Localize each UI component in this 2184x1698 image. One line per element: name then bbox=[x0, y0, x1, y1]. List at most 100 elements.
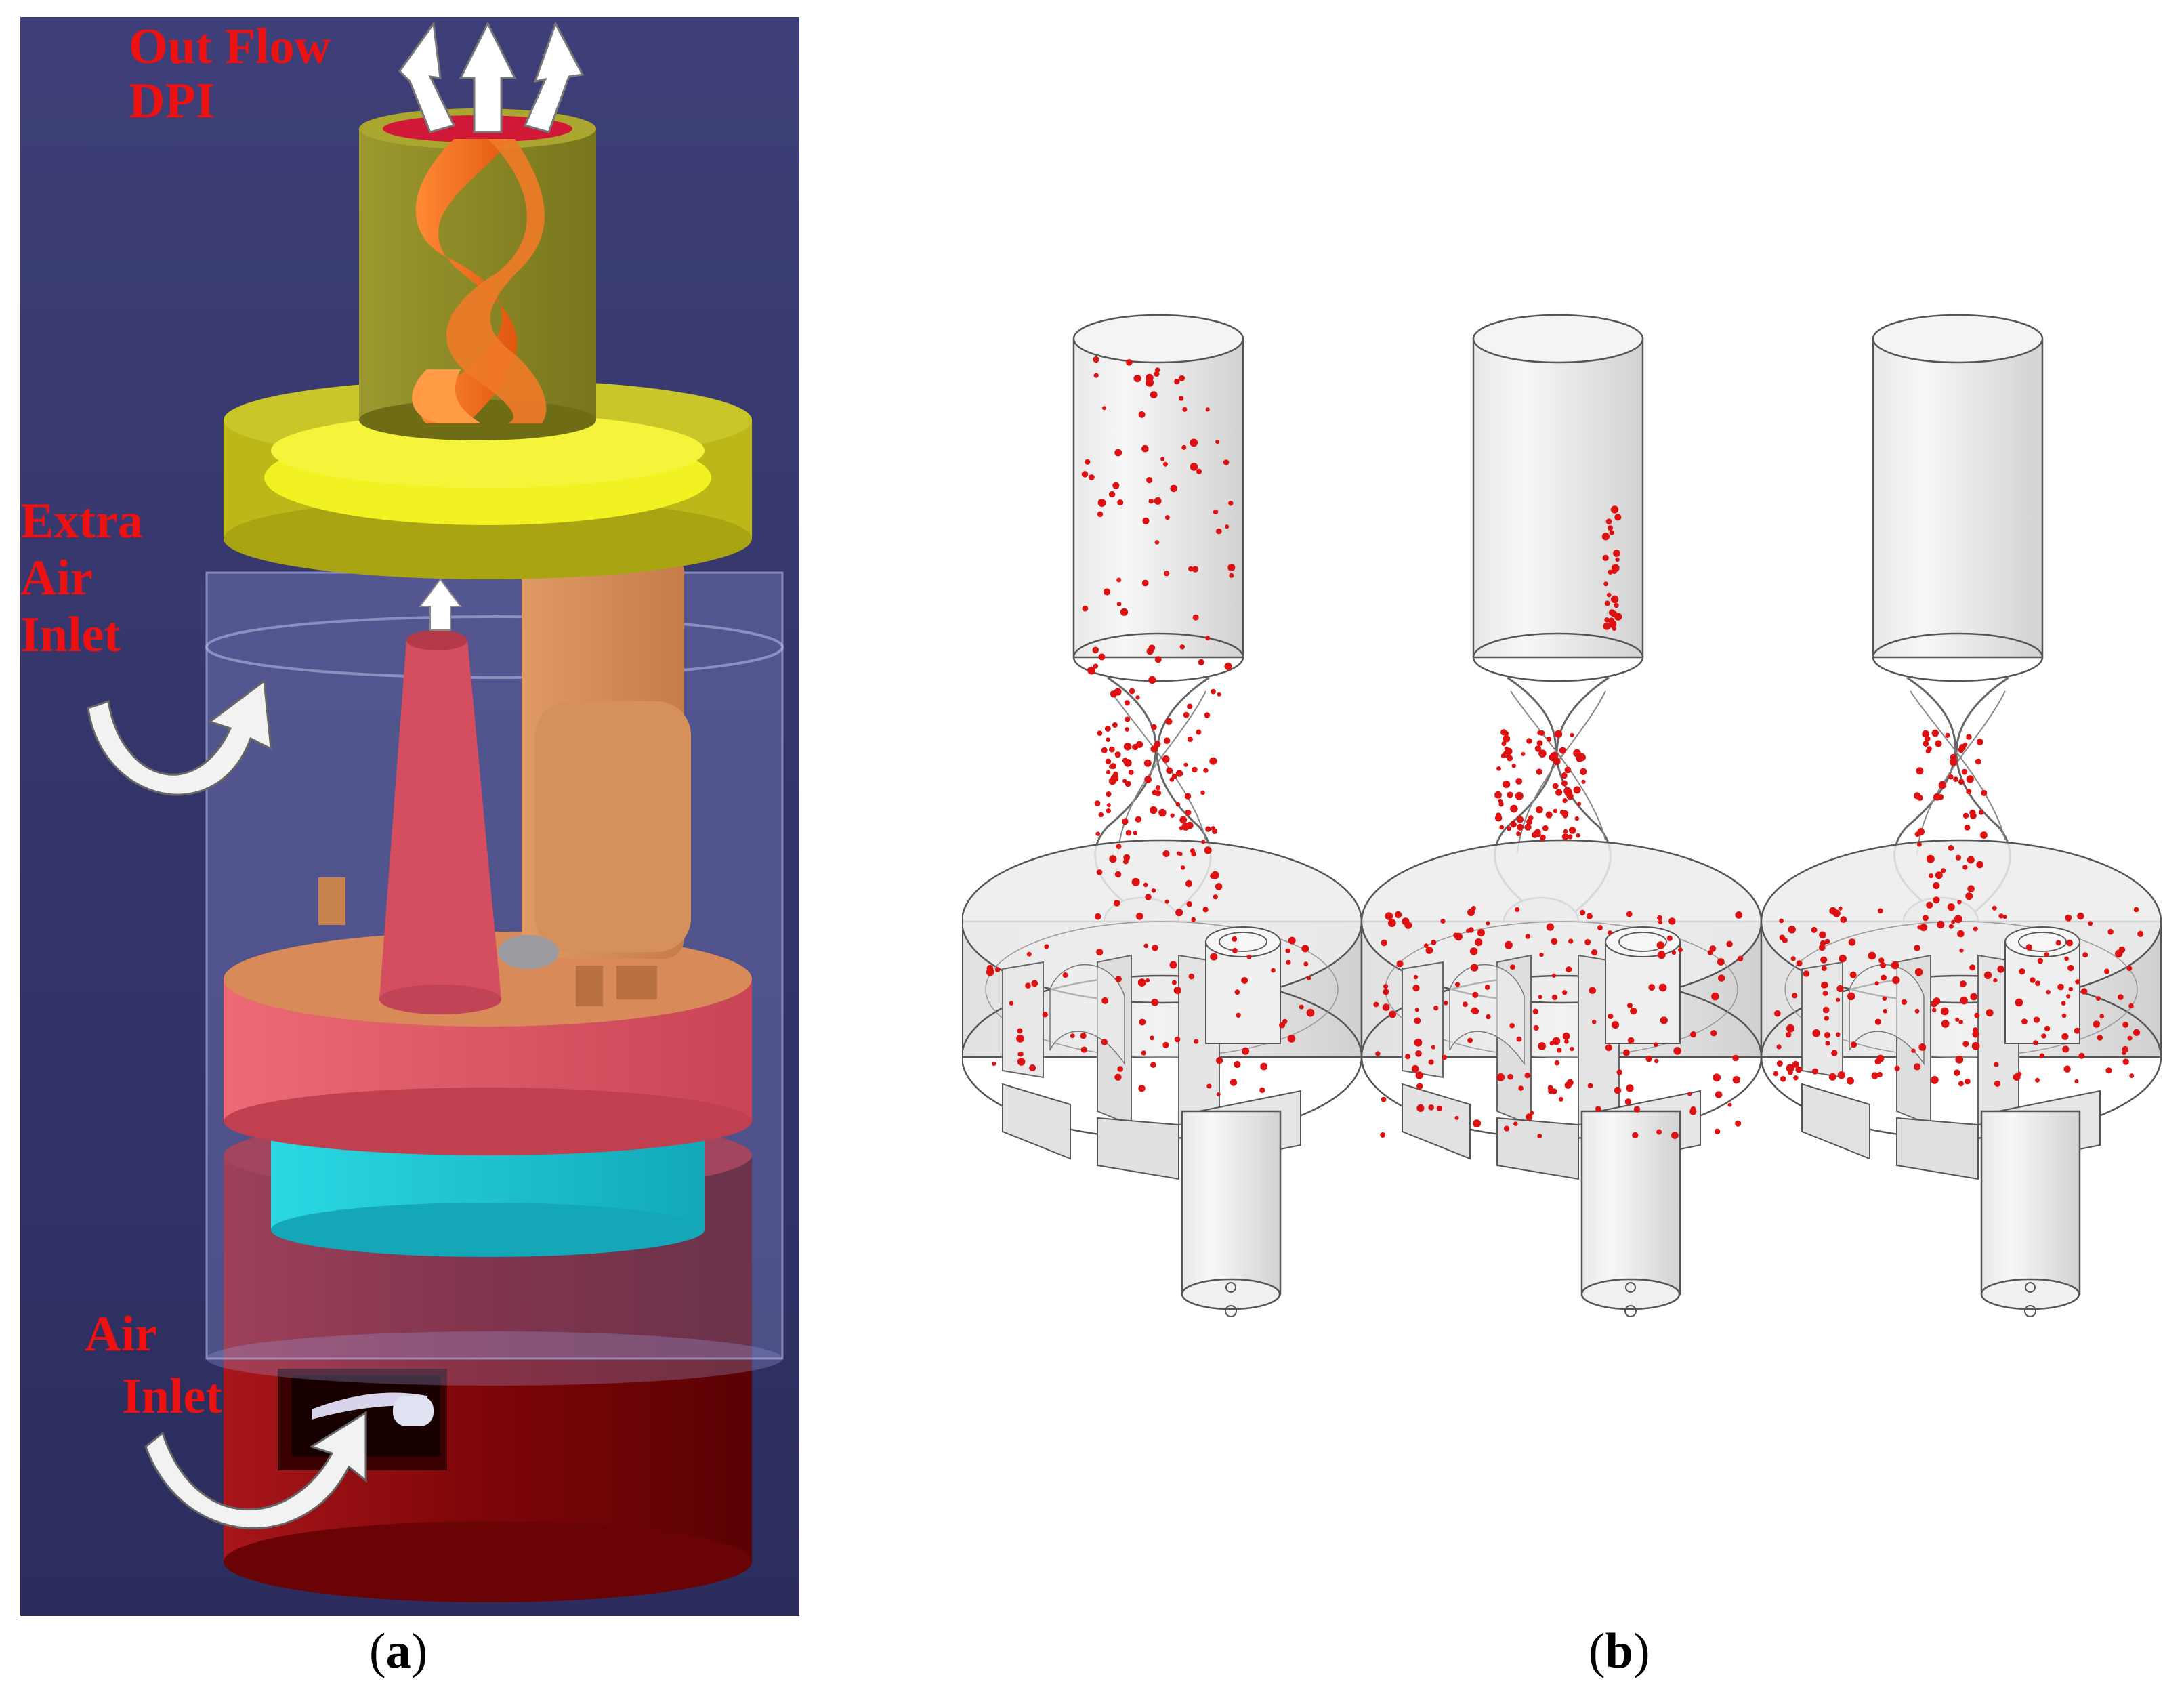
particle bbox=[1577, 802, 1582, 806]
particle bbox=[1580, 768, 1587, 775]
particle bbox=[1997, 965, 2005, 973]
particle bbox=[1579, 909, 1586, 916]
particle bbox=[1094, 913, 1101, 920]
particle bbox=[1551, 994, 1558, 1001]
particle bbox=[1183, 762, 1188, 767]
capsule-platform bbox=[318, 877, 657, 1006]
particle bbox=[1025, 982, 1031, 989]
particle bbox=[1878, 957, 1885, 964]
particle bbox=[1190, 463, 1198, 471]
particle bbox=[1776, 1044, 1782, 1050]
particle bbox=[1148, 676, 1156, 684]
particle bbox=[1246, 954, 1252, 959]
particle bbox=[1217, 692, 1221, 697]
particle bbox=[1109, 855, 1117, 863]
particle bbox=[2061, 1033, 2069, 1040]
particle bbox=[1545, 811, 1553, 819]
particle bbox=[1494, 791, 1502, 799]
particle bbox=[1150, 806, 1158, 814]
particle bbox=[1106, 803, 1111, 808]
particle bbox=[1948, 774, 1954, 780]
particle bbox=[1559, 747, 1566, 754]
particle bbox=[1016, 1035, 1024, 1043]
particle bbox=[1205, 407, 1210, 412]
particle bbox=[1114, 1073, 1122, 1081]
particle bbox=[1166, 767, 1173, 774]
particle bbox=[1428, 1059, 1434, 1065]
particle bbox=[1122, 818, 1129, 825]
particle bbox=[1962, 1041, 1969, 1048]
particle bbox=[2002, 915, 2007, 919]
particle bbox=[1554, 730, 1563, 739]
particle bbox=[1436, 1105, 1442, 1111]
particle bbox=[1526, 1113, 1533, 1121]
particle bbox=[1914, 1008, 1920, 1014]
particle bbox=[1125, 716, 1131, 722]
particle bbox=[1605, 1044, 1612, 1052]
particle bbox=[1591, 1019, 1597, 1024]
particle bbox=[1203, 768, 1209, 773]
particle bbox=[1714, 1128, 1721, 1135]
particle bbox=[1135, 695, 1140, 700]
particle bbox=[1190, 438, 1198, 447]
particle bbox=[1104, 726, 1111, 732]
particle bbox=[1504, 940, 1513, 949]
particle bbox=[1540, 834, 1546, 840]
particle bbox=[1135, 816, 1142, 823]
particles bbox=[1773, 729, 2144, 1087]
particle bbox=[1504, 1125, 1510, 1132]
particle bbox=[1517, 823, 1524, 831]
particle bbox=[2030, 977, 2036, 983]
particle bbox=[2015, 998, 2023, 1007]
particle bbox=[1604, 600, 1610, 606]
particle bbox=[1564, 1081, 1572, 1089]
particle bbox=[1164, 515, 1170, 520]
particle bbox=[1230, 1079, 1238, 1086]
particle bbox=[2041, 1033, 2046, 1039]
particle bbox=[1546, 737, 1552, 742]
particle bbox=[1923, 915, 1929, 922]
particle bbox=[1536, 768, 1542, 775]
particle bbox=[1475, 938, 1483, 947]
particle bbox=[1173, 987, 1181, 995]
particle bbox=[1786, 1024, 1794, 1033]
particle bbox=[1874, 1018, 1881, 1025]
particle bbox=[1162, 1041, 1169, 1048]
particle bbox=[1146, 477, 1153, 484]
particle bbox=[2067, 964, 2074, 972]
particle bbox=[1171, 980, 1177, 985]
particle bbox=[1847, 992, 1855, 1001]
particle bbox=[1983, 971, 1992, 979]
particle bbox=[1957, 900, 1962, 905]
particle bbox=[1779, 918, 1784, 924]
particle bbox=[1954, 915, 1962, 924]
particle bbox=[1562, 798, 1568, 804]
particle bbox=[1717, 958, 1725, 966]
particle bbox=[1947, 903, 1955, 911]
particle bbox=[1080, 1046, 1087, 1053]
particle bbox=[1918, 1043, 1927, 1051]
particle bbox=[2077, 912, 2084, 920]
particle bbox=[1510, 821, 1517, 828]
particle bbox=[1880, 962, 1887, 968]
air-inlet-arrow bbox=[144, 1411, 367, 1529]
particle bbox=[1138, 1085, 1146, 1092]
particle bbox=[1526, 819, 1533, 825]
particle bbox=[1415, 1071, 1423, 1079]
particle bbox=[1470, 964, 1479, 972]
particle bbox=[1570, 732, 1574, 738]
particle bbox=[1713, 1073, 1721, 1082]
particle bbox=[1467, 1037, 1473, 1043]
particle bbox=[2133, 1029, 2141, 1036]
particle bbox=[1097, 511, 1104, 518]
particle bbox=[2044, 1025, 2051, 1032]
particle bbox=[1106, 808, 1111, 814]
particle bbox=[1965, 892, 1973, 900]
particle bbox=[1303, 961, 1309, 967]
particle bbox=[1181, 444, 1187, 450]
particle bbox=[2035, 1077, 2040, 1083]
particle bbox=[1194, 1039, 1199, 1044]
particle bbox=[1259, 1087, 1265, 1094]
particle bbox=[1524, 1073, 1530, 1079]
particle bbox=[1383, 984, 1389, 989]
